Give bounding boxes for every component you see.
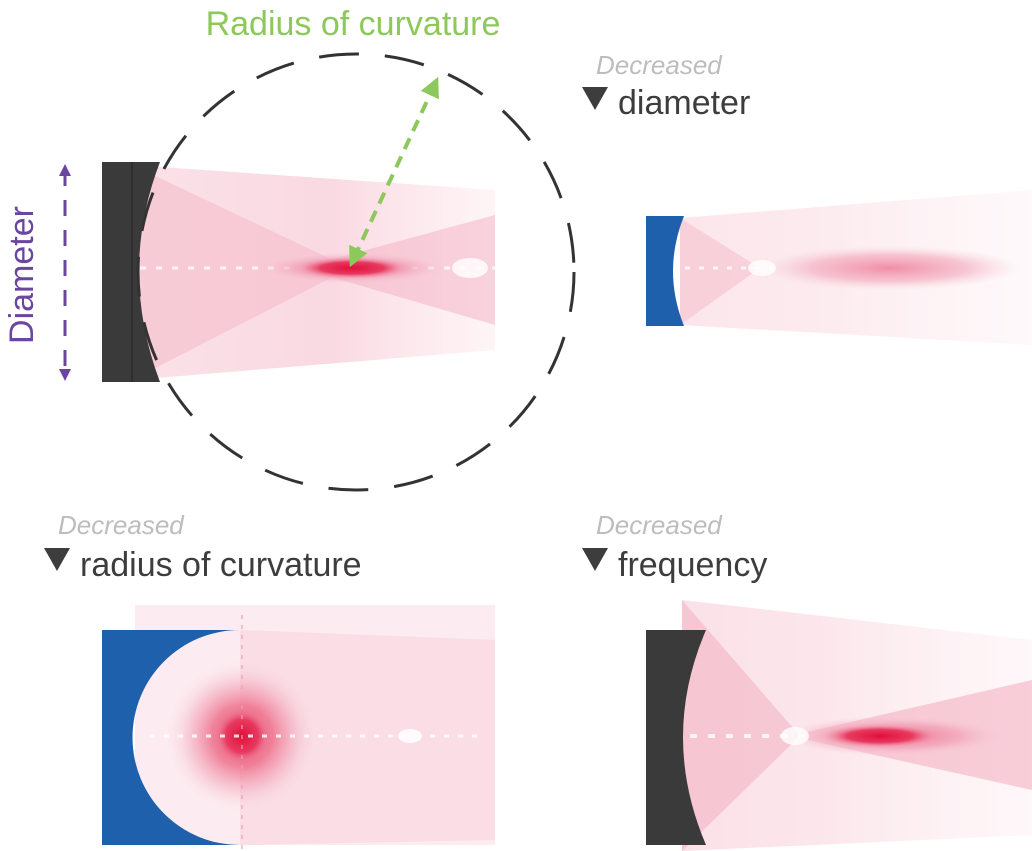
- down-triangle-icon: [582, 87, 608, 110]
- beam-field-frequency: [682, 600, 1032, 851]
- transducer-frequency: [646, 630, 706, 845]
- transducer-curved: [102, 630, 240, 845]
- down-triangle-icon: [582, 548, 608, 571]
- transducer-small: [646, 216, 684, 326]
- panel-reference: Radius of curvature Diameter: [3, 5, 576, 492]
- curvature-circle: [136, 52, 576, 492]
- beam-field-diameter: [680, 190, 1032, 345]
- transducer-reference: [102, 162, 160, 382]
- panel-decreased-frequency: Decreased frequency: [582, 510, 1032, 851]
- beam-field-reference: [132, 165, 495, 380]
- beam-field-radius: [135, 605, 495, 850]
- caption-qualifier-diameter: Decreased: [596, 50, 723, 80]
- diameter-label: Diameter: [3, 206, 41, 344]
- caption-qualifier-radius: Decreased: [58, 510, 185, 540]
- caption-qualifier-frequency: Decreased: [596, 510, 723, 540]
- caption-property-diameter: diameter: [618, 84, 750, 122]
- panel-decreased-diameter: Decreased diameter: [582, 50, 1032, 345]
- panel-decreased-radius: Decreased radius of curvature: [44, 510, 495, 850]
- radius-arrow: [349, 76, 439, 268]
- caption-property-radius: radius of curvature: [80, 546, 362, 584]
- caption-property-frequency: frequency: [618, 546, 767, 584]
- down-triangle-icon: [44, 548, 70, 571]
- radius-of-curvature-label: Radius of curvature: [206, 5, 501, 43]
